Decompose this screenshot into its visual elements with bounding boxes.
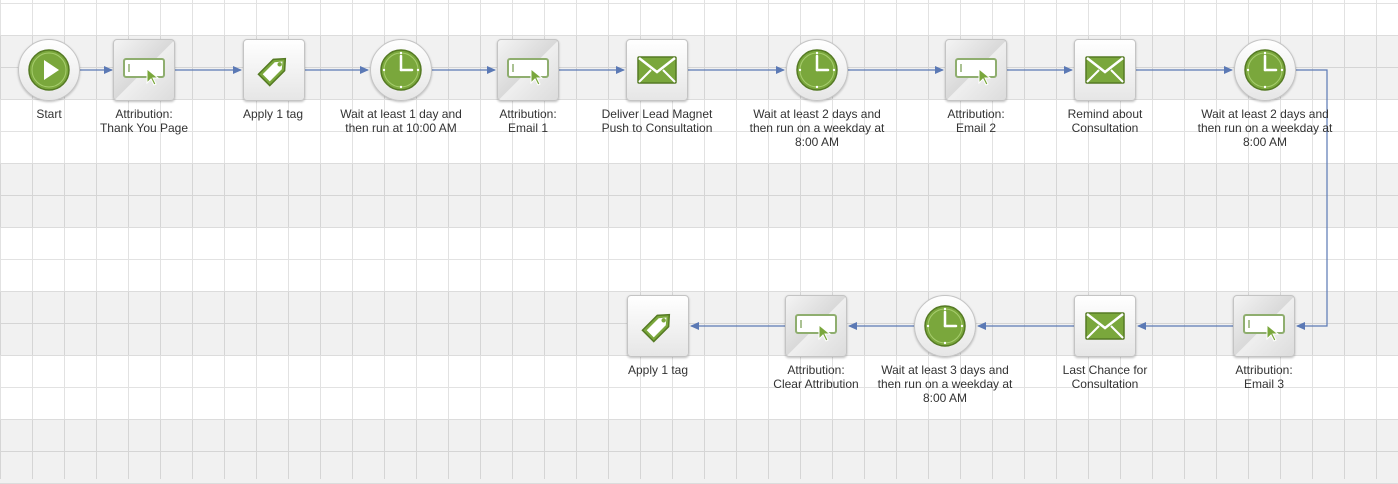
node-label: Attribution: Clear Attribution	[773, 363, 859, 391]
node-label: Attribution: Email 2	[947, 107, 1005, 135]
node-label: Wait at least 2 days and then run on a w…	[1197, 107, 1333, 149]
node-label: Wait at least 2 days and then run on a w…	[749, 107, 885, 149]
attribution-icon	[1243, 314, 1285, 342]
node-wait-4[interactable]	[914, 295, 976, 357]
canvas-row-band	[0, 419, 1398, 484]
attribution-icon	[507, 58, 549, 86]
node-attribution-clear[interactable]	[785, 295, 847, 357]
node-apply-tag-1[interactable]	[243, 39, 305, 101]
clock-icon	[924, 305, 966, 347]
attribution-icon	[795, 314, 837, 342]
node-label: Deliver Lead Magnet Push to Consultation	[601, 107, 713, 135]
tag-icon	[257, 57, 287, 87]
node-attribution-email-3[interactable]	[1233, 295, 1295, 357]
node-apply-tag-2[interactable]	[627, 295, 689, 357]
play-icon	[28, 49, 70, 91]
canvas-row-band	[0, 163, 1398, 228]
node-wait-2[interactable]	[786, 39, 848, 101]
node-start[interactable]	[18, 39, 80, 101]
node-label: Wait at least 1 day and then run at 10:0…	[340, 107, 462, 135]
node-wait-1[interactable]	[370, 39, 432, 101]
node-attribution-email-2[interactable]	[945, 39, 1007, 101]
attribution-icon	[123, 58, 165, 86]
email-icon	[637, 56, 677, 84]
node-attribution-thank-you[interactable]	[113, 39, 175, 101]
node-wait-3[interactable]	[1234, 39, 1296, 101]
node-label: Start	[36, 107, 62, 121]
node-remind-consultation[interactable]	[1074, 39, 1136, 101]
node-label: Attribution: Email 3	[1235, 363, 1293, 391]
attribution-icon	[955, 58, 997, 86]
node-label: Wait at least 3 days and then run on a w…	[877, 363, 1013, 405]
email-icon	[1085, 312, 1125, 340]
clock-icon	[796, 49, 838, 91]
node-label: Attribution: Email 1	[499, 107, 557, 135]
node-label: Remind about Consultation	[1067, 107, 1143, 135]
tag-icon	[641, 313, 671, 343]
node-attribution-email-1[interactable]	[497, 39, 559, 101]
node-last-chance[interactable]	[1074, 295, 1136, 357]
connector-arrow	[1296, 69, 1328, 330]
node-deliver-lead-magnet[interactable]	[626, 39, 688, 101]
canvas-row-band	[0, 291, 1398, 356]
clock-icon	[1244, 49, 1286, 91]
node-label: Apply 1 tag	[627, 363, 689, 377]
email-icon	[1085, 56, 1125, 84]
clock-icon	[380, 49, 422, 91]
node-label: Last Chance for Consultation	[1062, 363, 1148, 391]
node-label: Apply 1 tag	[242, 107, 304, 121]
node-label: Attribution: Thank You Page	[99, 107, 189, 135]
